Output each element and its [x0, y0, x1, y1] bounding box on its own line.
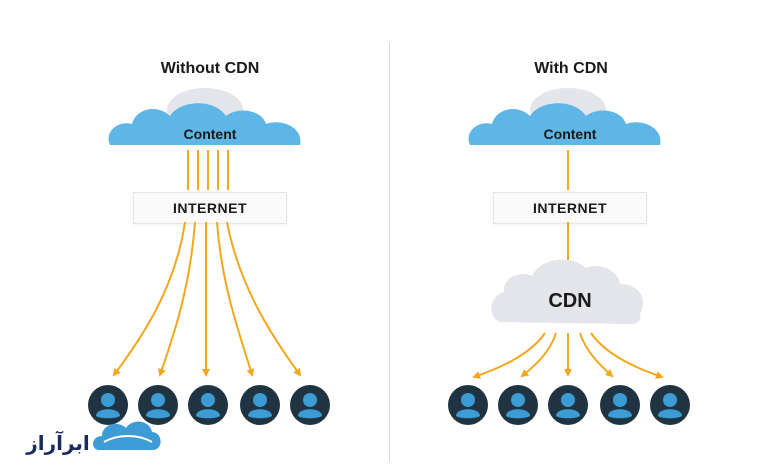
user-icon: [448, 385, 488, 425]
user-icon: [600, 385, 640, 425]
right-content-cloud: Content: [468, 88, 661, 145]
right-bottom-arrows: [472, 332, 664, 379]
right-internet-box: INTERNET: [493, 192, 647, 224]
user-icon: [498, 385, 538, 425]
panel-divider: [389, 42, 390, 462]
left-content-cloud: Content: [108, 88, 301, 145]
user-icon: [290, 385, 330, 425]
user-icon: [138, 385, 178, 425]
left-internet-box: INTERNET: [133, 192, 287, 224]
right-cloud-label: Content: [544, 126, 597, 142]
left-cloud-label: Content: [184, 126, 237, 142]
cdn-cloud: CDN: [491, 259, 644, 324]
user-icon: [188, 385, 228, 425]
left-users: [88, 385, 330, 425]
cdn-label: CDN: [548, 290, 591, 312]
right-panel-title: With CDN: [534, 60, 608, 77]
user-icon: [548, 385, 588, 425]
left-panel-title: Without CDN: [160, 60, 260, 77]
brand-logo: ابرآراز: [25, 421, 161, 455]
cloud-logo-icon: [93, 421, 161, 450]
user-icon: [650, 385, 690, 425]
left-top-arrows: [187, 150, 229, 190]
user-icon: [88, 385, 128, 425]
brand-logo-text: ابرآراز: [25, 430, 90, 455]
left-bottom-arrows: [112, 221, 302, 377]
right-users: [448, 385, 690, 425]
user-icon: [240, 385, 280, 425]
